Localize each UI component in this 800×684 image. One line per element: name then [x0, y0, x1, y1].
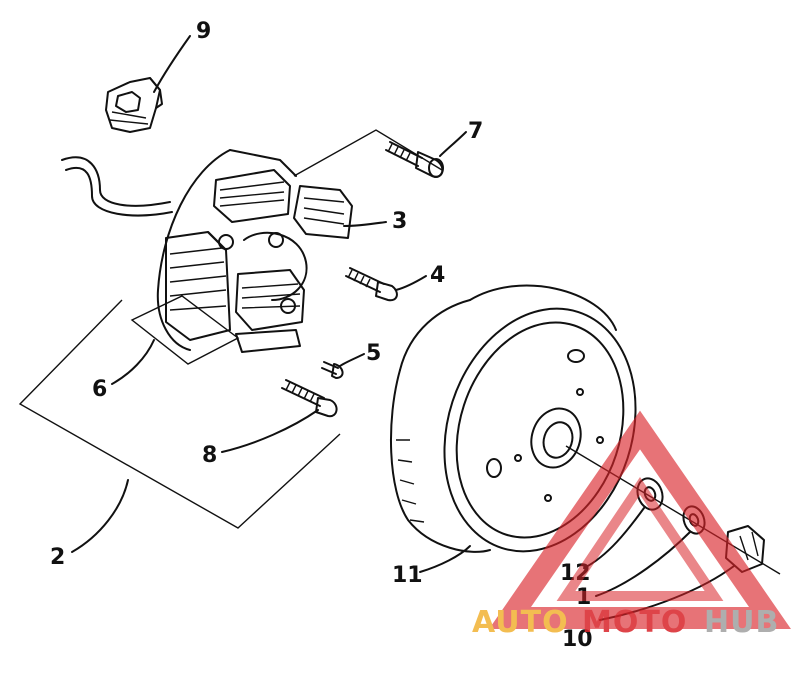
callout-6: 6 — [92, 377, 107, 402]
part-5-screw — [321, 361, 344, 379]
part-7-bolt — [385, 141, 444, 178]
callout-4: 4 — [430, 263, 445, 288]
watermark-moto: MOTO — [582, 605, 687, 640]
part-9-grommet — [105, 77, 163, 133]
watermark-auto: AUTO — [472, 605, 569, 640]
stator-assembly — [61, 149, 353, 365]
watermark-hub: HUB — [704, 605, 779, 640]
callout-5: 5 — [366, 341, 381, 366]
part-8-screw — [281, 379, 338, 418]
callout-2: 2 — [50, 545, 65, 570]
callout-7: 7 — [468, 119, 483, 144]
callout-labels: 9 7 3 4 5 6 8 2 11 12 1 10 — [50, 19, 593, 652]
callout-8: 8 — [202, 443, 217, 468]
watermark-logo: AUTO MOTO HUB — [472, 410, 791, 640]
callout-3: 3 — [392, 209, 407, 234]
callout-11: 11 — [392, 563, 423, 588]
part-4-screw — [345, 267, 398, 302]
callout-10: 10 — [562, 627, 593, 652]
leader-lines — [18, 35, 735, 621]
callout-9: 9 — [196, 19, 211, 44]
